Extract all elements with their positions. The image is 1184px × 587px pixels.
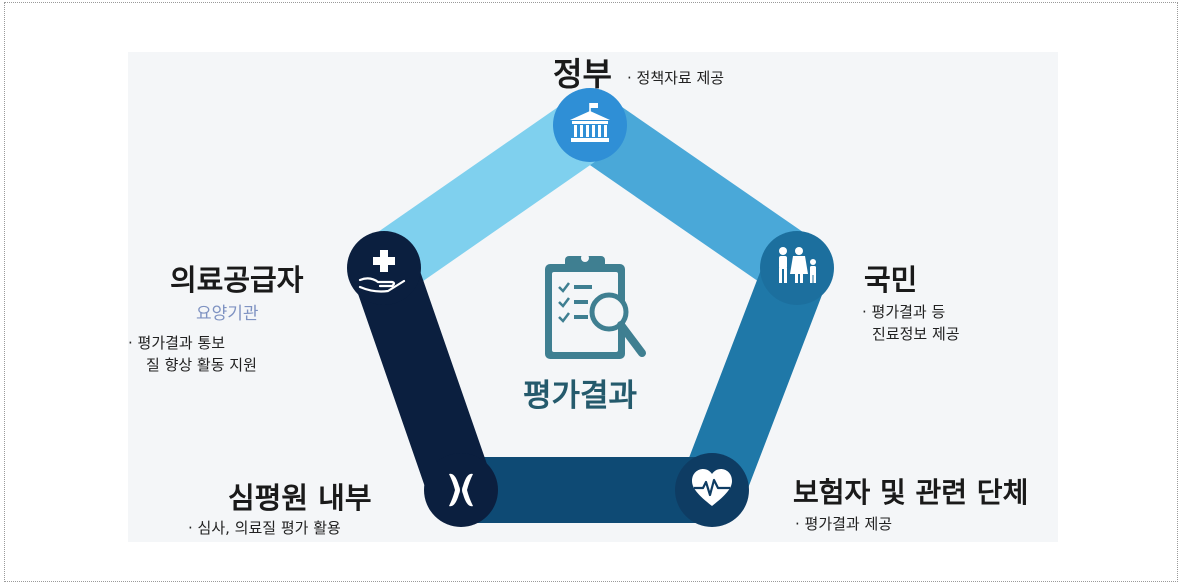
citizens-note-2: 진료정보 제공	[872, 325, 960, 343]
clipboard-magnifier-icon	[545, 254, 646, 359]
citizens-node	[760, 231, 834, 305]
family-icon	[779, 247, 816, 283]
edge-internal-providers	[351, 235, 494, 523]
internal-node-circle	[424, 453, 498, 527]
providers-title: 의료공급자	[170, 263, 304, 297]
center-label: 평가결과	[523, 378, 638, 414]
internal-title: 심평원 내부	[228, 481, 372, 515]
edge-citizens-insurers	[679, 235, 830, 523]
chromosome-icon	[449, 473, 473, 507]
heart-pulse-icon	[692, 469, 732, 506]
medical-care-hand-icon	[358, 250, 406, 293]
citizens-note-1: · 평가결과 등	[862, 303, 946, 321]
citizens-title: 국민	[864, 263, 918, 297]
providers-note-2: 질 향상 활동 지원	[146, 356, 257, 374]
insurers-note-1: · 평가결과 제공	[795, 515, 893, 533]
edge-providers-government	[351, 92, 623, 301]
government-note-1: · 정책자료 제공	[627, 69, 725, 87]
providers-note-1: · 평가결과 통보	[128, 334, 226, 352]
insurers-node	[675, 453, 749, 527]
government-node	[553, 88, 627, 162]
government-building-icon	[570, 103, 610, 142]
edge-government-citizens	[557, 92, 830, 301]
internal-note-1: · 심사, 의료질 평가 활용	[188, 519, 341, 537]
insurers-title: 보험자 및 관련 단체	[793, 476, 1029, 509]
internal-node	[424, 453, 498, 527]
providers-node	[347, 231, 421, 305]
government-node-circle	[553, 88, 627, 162]
page-frame	[4, 2, 1178, 582]
government-title: 정부	[553, 55, 612, 93]
providers-subtitle: 요양기관	[196, 304, 259, 324]
